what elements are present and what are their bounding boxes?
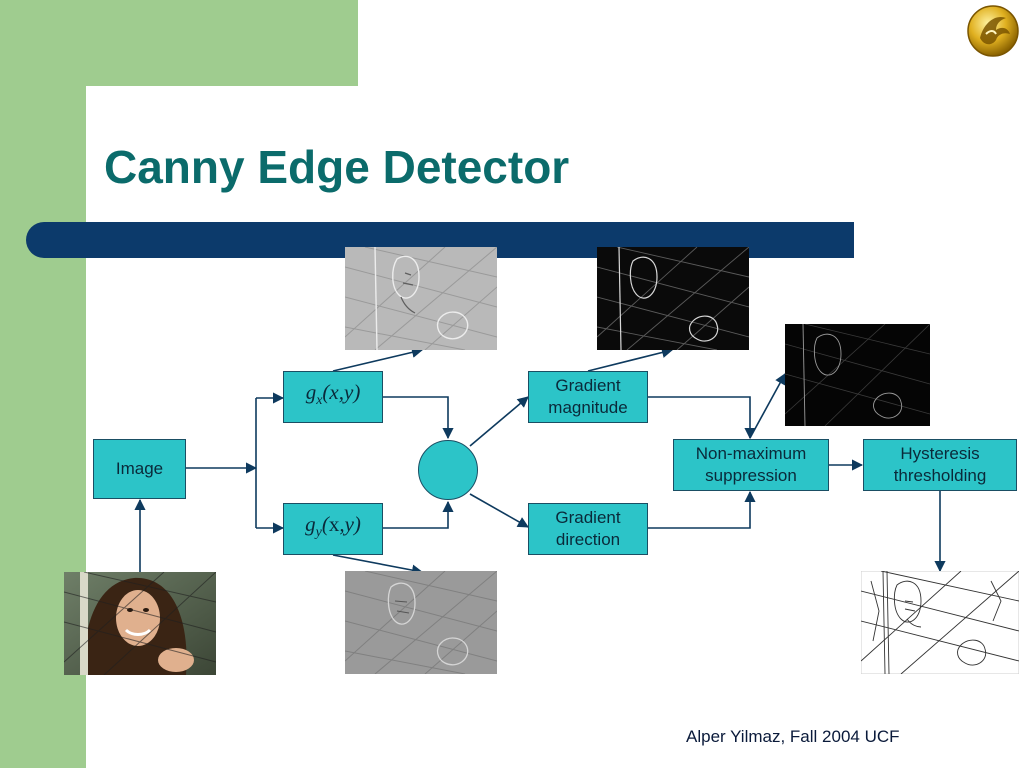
image-box: Image (93, 439, 186, 499)
input-photo-image (64, 572, 216, 675)
gx-filter-box: gx(x,y) (283, 371, 383, 423)
gy-filter-box: gy(x,y) (283, 503, 383, 555)
gx-response-image (345, 247, 497, 350)
non-max-suppression-box: Non-maximum suppression (673, 439, 829, 491)
gradient-magnitude-label: Gradient magnitude (548, 376, 628, 417)
non-max-suppression-label: Non-maximum suppression (695, 444, 807, 485)
footer-credit: Alper Yilmaz, Fall 2004 UCF (686, 727, 900, 746)
gradient-magnitude-box: Gradient magnitude (528, 371, 648, 423)
hysteresis-box: Hysteresis thresholding (863, 439, 1017, 491)
gradient-direction-label: Gradient direction (555, 508, 621, 549)
hysteresis-label: Hysteresis thresholding (893, 444, 987, 485)
content-corner (86, 86, 206, 206)
gy-label: gy(x,y) (305, 512, 361, 541)
gradient-direction-box: Gradient direction (528, 503, 648, 555)
gx-label: gx(x,y) (305, 380, 361, 409)
nms-result-image (785, 324, 930, 426)
slide-title: Canny Edge Detector (104, 141, 570, 193)
final-edges-image (861, 571, 1019, 674)
combine-node (418, 440, 478, 500)
university-logo-icon (967, 5, 1019, 57)
gradient-magnitude-image (597, 247, 749, 350)
image-label: Image (115, 459, 164, 478)
gy-response-image (345, 571, 497, 674)
